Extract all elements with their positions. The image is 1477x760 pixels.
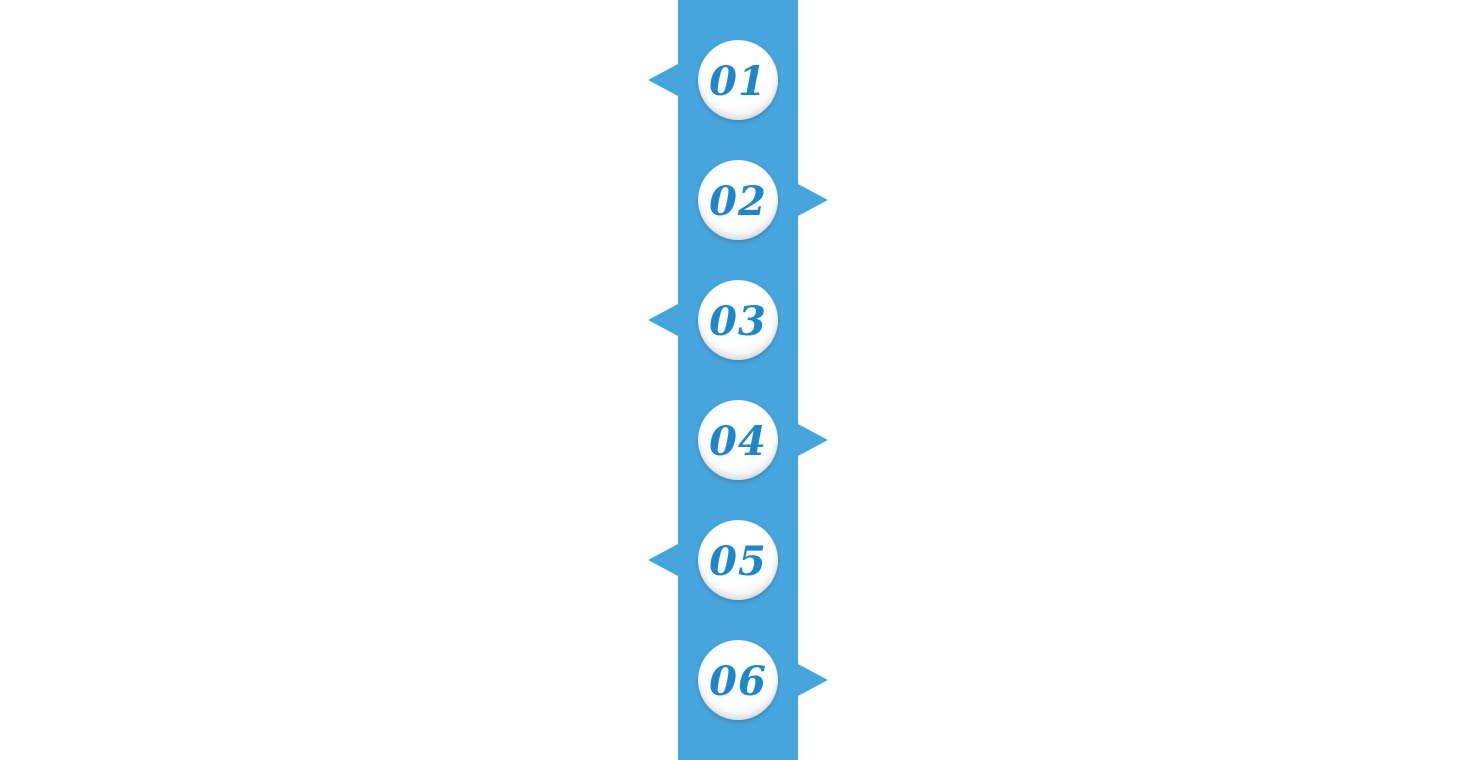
step-number: 05: [709, 538, 767, 585]
step-number: 03: [709, 298, 767, 345]
step-badge: 02: [698, 160, 778, 240]
step-pointer: [648, 304, 678, 336]
step-pointer: [798, 184, 828, 216]
vertical-band: 01 02 03 04 05: [648, 0, 828, 760]
step-number: 01: [709, 58, 767, 105]
step-pointer: [798, 664, 828, 696]
step-badge: 04: [698, 400, 778, 480]
step-number: 02: [709, 178, 767, 225]
step-pointer: [648, 64, 678, 96]
step-pointer: [648, 544, 678, 576]
step-01: 01: [648, 40, 798, 120]
step-number: 04: [709, 418, 767, 465]
step-04: 04: [678, 400, 828, 480]
step-pointer: [798, 424, 828, 456]
step-06: 06: [678, 640, 828, 720]
step-badge: 06: [698, 640, 778, 720]
step-badge: 01: [698, 40, 778, 120]
step-05: 05: [648, 520, 798, 600]
step-badge: 05: [698, 520, 778, 600]
step-03: 03: [648, 280, 798, 360]
step-02: 02: [678, 160, 828, 240]
step-badge: 03: [698, 280, 778, 360]
step-number: 06: [709, 658, 767, 705]
